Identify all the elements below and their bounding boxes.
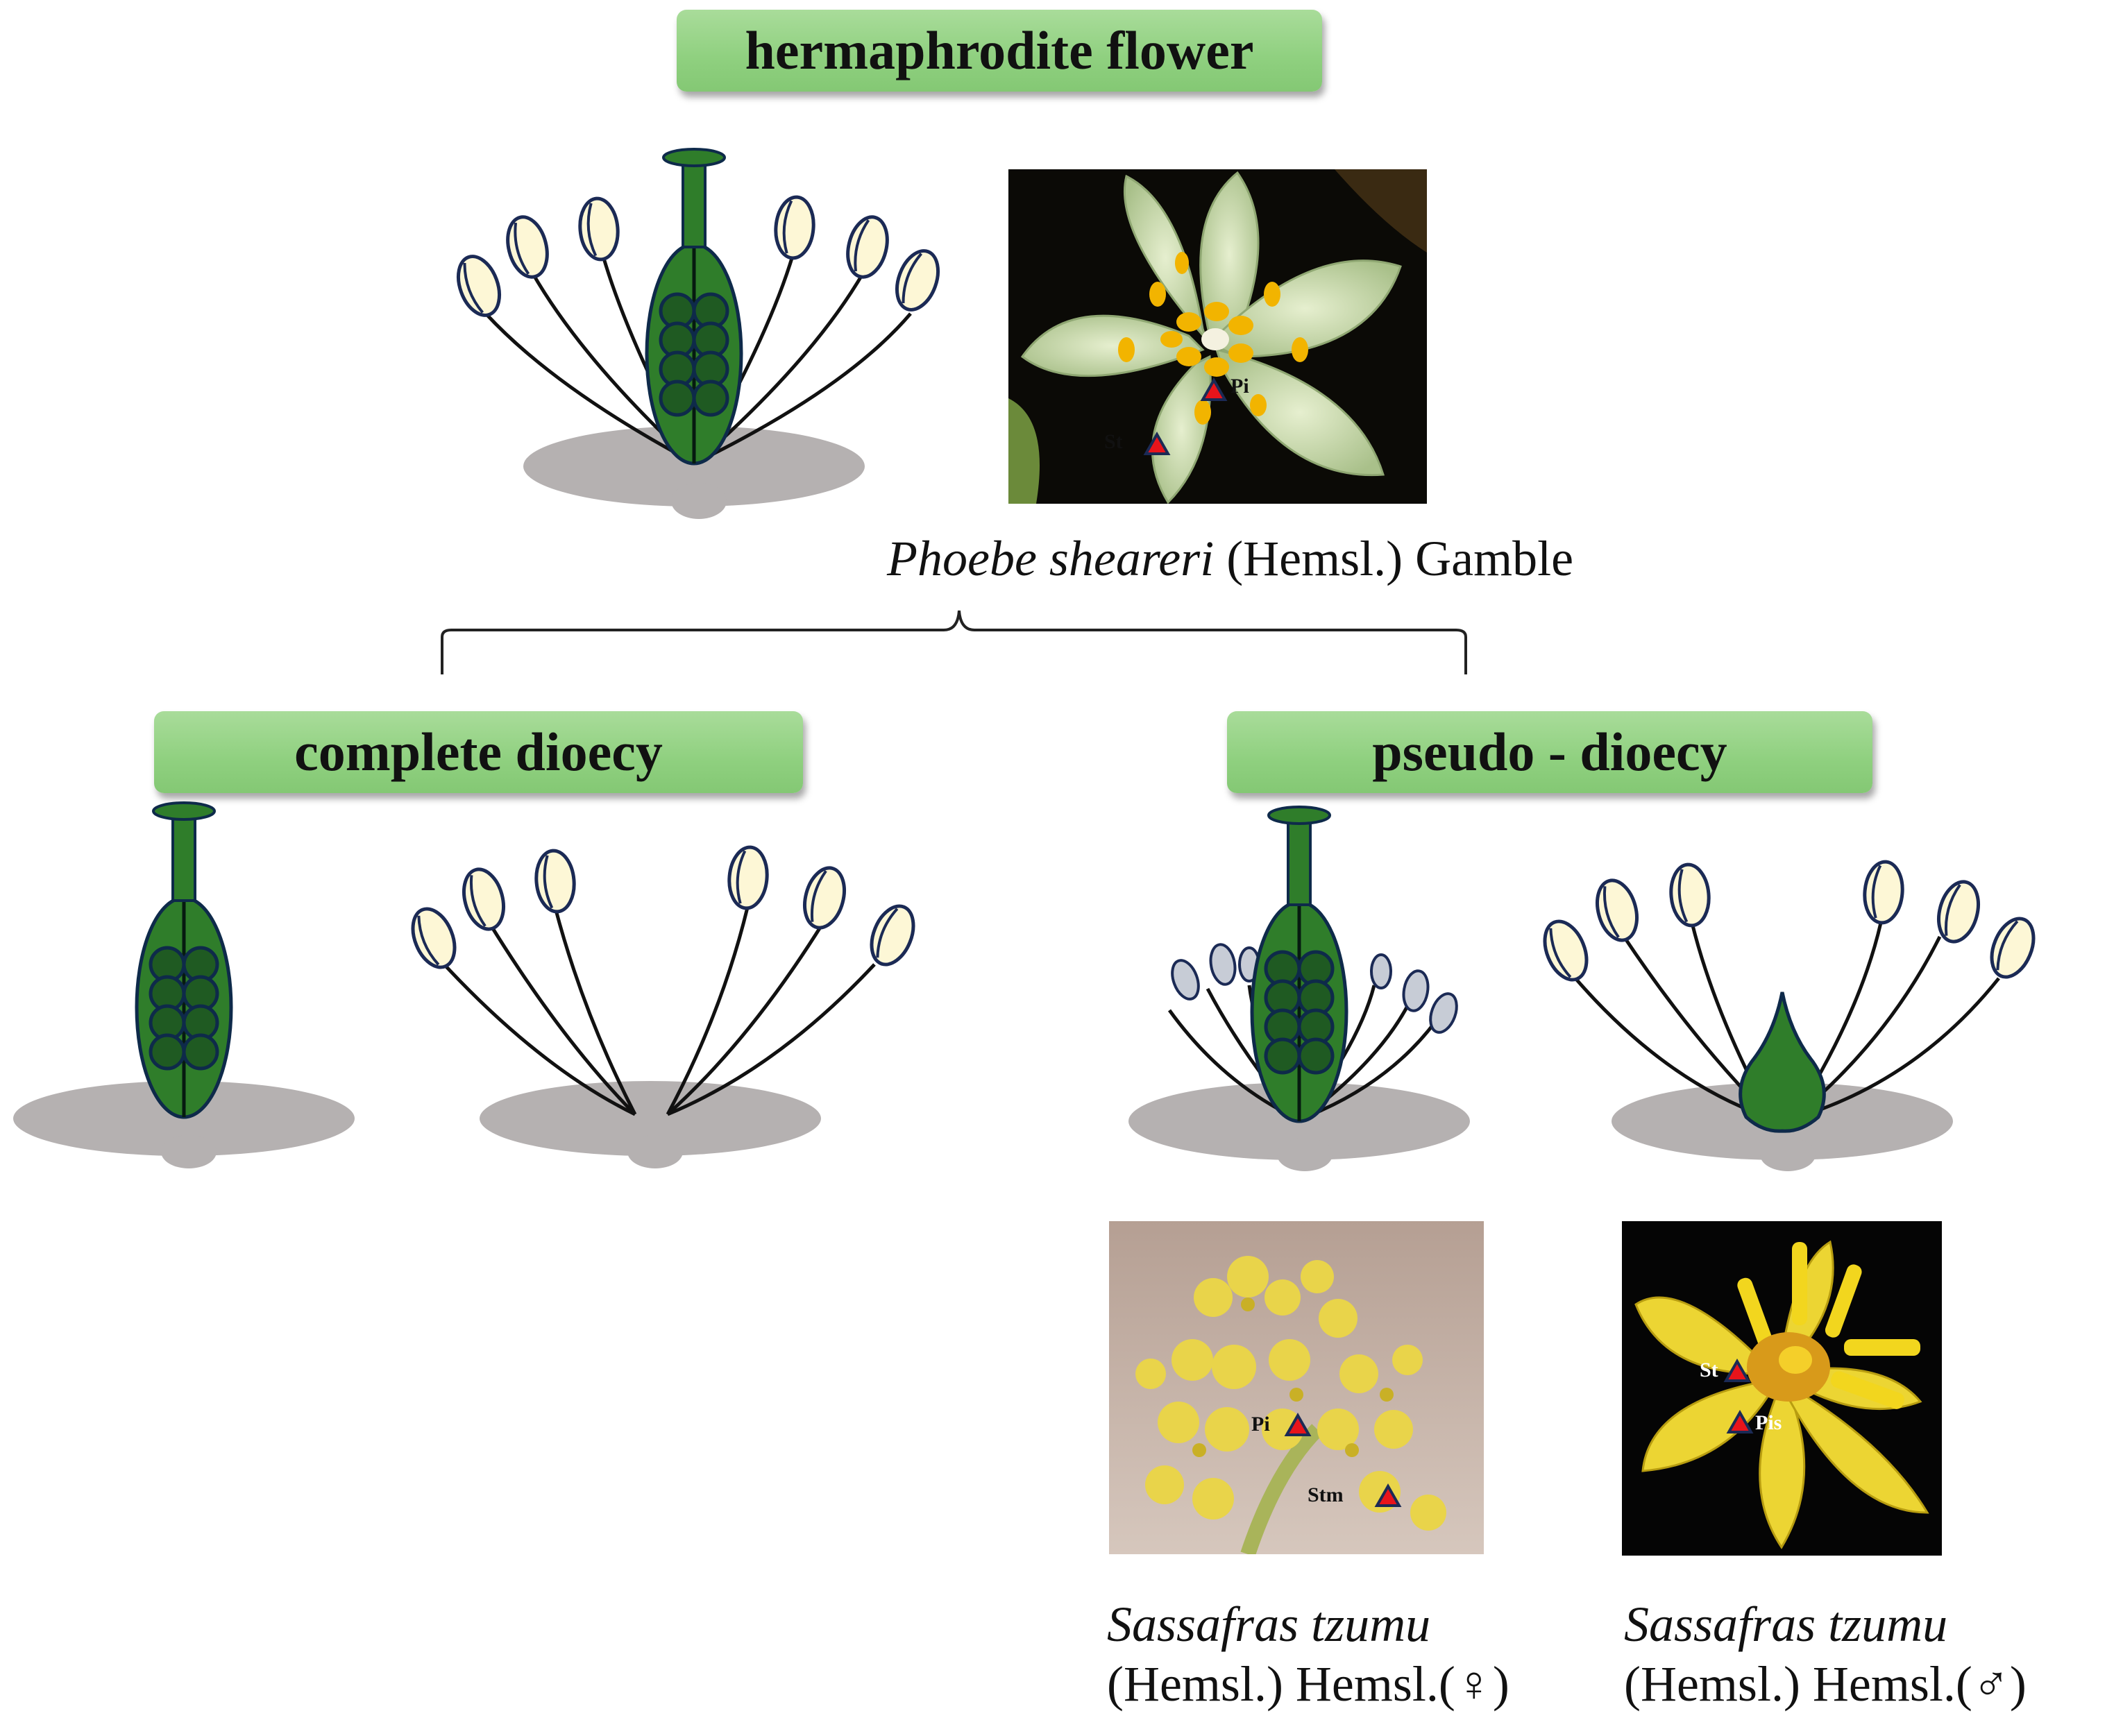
phoebe-sheareri-photo: Pi St [1008, 169, 1427, 504]
sassafras-male-photo: St Pis [1622, 1221, 1942, 1556]
female-species: Sassafras tzumu [1107, 1597, 1431, 1652]
pseudo-dioecy-female-schematic [1128, 807, 1470, 1171]
male-species: Sassafras tzumu [1624, 1597, 1948, 1652]
hermaphrodite-flower-title: hermaphrodite flower [677, 10, 1322, 92]
female-stamen-label: Stm [1308, 1483, 1344, 1506]
sassafras-male-caption: Sassafras tzumu (Hemsl.) Hemsl.(♂) [1624, 1594, 2027, 1714]
hermaphrodite-flower-schematic [451, 149, 946, 519]
phoebe-caption: Phoebe sheareri (Hemsl.) Gamble [887, 529, 1573, 588]
male-stamen-label: St [1700, 1359, 1718, 1381]
complete-dioecy-title: complete dioecy [154, 711, 803, 793]
sassafras-female-photo: Pi Stm [1109, 1221, 1484, 1554]
branch-bracket [441, 610, 1467, 674]
male-authority: (Hemsl.) Hemsl.(♂) [1624, 1656, 2027, 1712]
phoebe-stamen-label: St [1104, 430, 1123, 453]
complete-dioecy-female-schematic [13, 803, 355, 1168]
pseudo-dioecy-male-schematic [1537, 860, 2041, 1171]
phoebe-authority: (Hemsl.) Gamble [1214, 531, 1574, 586]
female-pistil-label: Pi [1251, 1413, 1270, 1436]
complete-dioecy-male-schematic [405, 846, 921, 1168]
pseudo-dioecy-title: pseudo - dioecy [1227, 711, 1872, 793]
female-authority: (Hemsl.) Hemsl.(♀) [1107, 1656, 1509, 1712]
phoebe-genus: Phoebe sheareri [887, 531, 1215, 586]
sassafras-female-caption: Sassafras tzumu (Hemsl.) Hemsl.(♀) [1107, 1594, 1509, 1714]
phoebe-pistil-label: Pi [1230, 375, 1249, 398]
male-pistil-label: Pis [1755, 1411, 1782, 1434]
